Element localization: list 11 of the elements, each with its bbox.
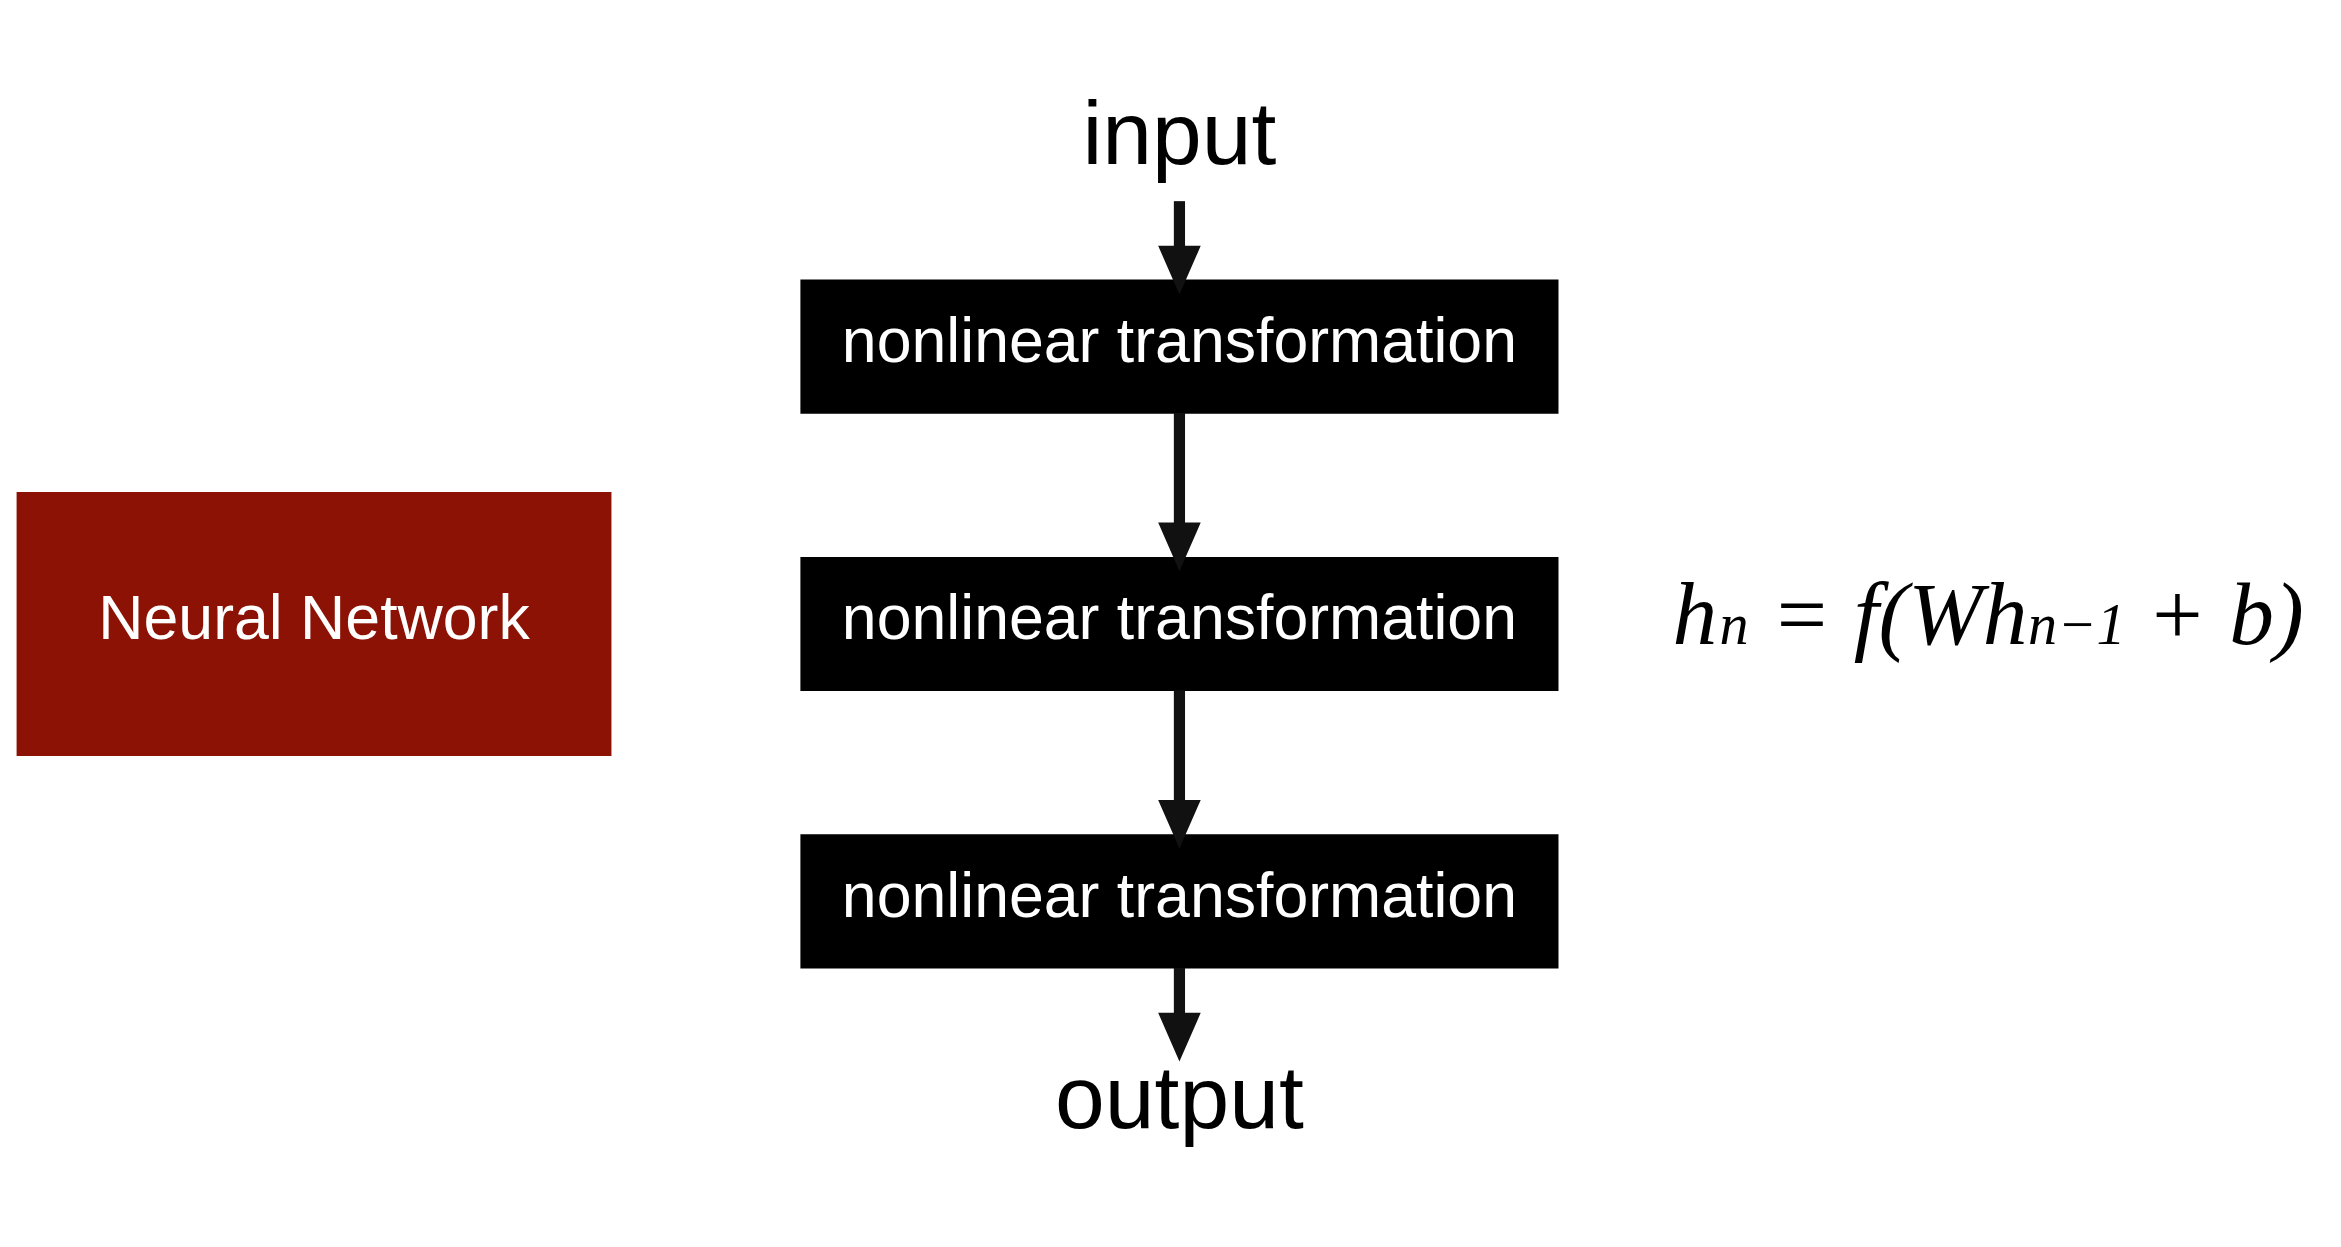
arrow [1158, 412, 1201, 571]
node-box: nonlinear transformation [800, 833, 1559, 968]
arrow [1158, 200, 1201, 294]
node-box: nonlinear transformation [800, 279, 1559, 414]
arrow [1158, 689, 1201, 848]
node-label: hn = f(Whn−1 + b) [1672, 563, 2304, 663]
node-box: Neural Network [16, 491, 612, 756]
node-text: input [1082, 82, 1277, 183]
node-box: nonlinear transformation [800, 556, 1559, 691]
arrow [1158, 967, 1201, 1061]
node-text: output [1055, 1046, 1304, 1147]
